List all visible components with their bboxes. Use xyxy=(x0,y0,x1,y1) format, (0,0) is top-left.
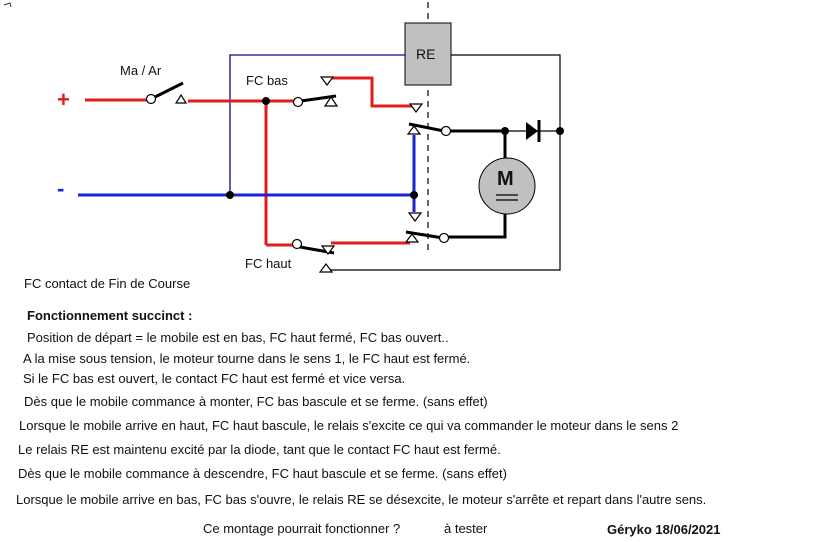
question-text: Ce montage pourrait fonctionner ? xyxy=(203,521,401,536)
description-line: Le relais RE est maintenu excité par la … xyxy=(18,442,501,457)
signature: Géryko 18/06/2021 xyxy=(607,522,721,537)
relay-contact-top-blade xyxy=(408,122,445,133)
positive-wire xyxy=(85,76,416,247)
fc-bas-blade xyxy=(300,94,337,103)
section-heading: Fonctionnement succinct : xyxy=(27,308,193,323)
description-line: Position de départ = le mobile est en ba… xyxy=(27,330,449,345)
description-line: Lorsque le mobile arrive en haut, FC hau… xyxy=(19,418,679,433)
contact-triangles xyxy=(174,76,424,273)
motor-label: M xyxy=(497,168,514,190)
fc-bas-label: FC bas xyxy=(246,73,288,88)
main-switch-blade xyxy=(154,81,184,99)
switch-blades xyxy=(154,81,445,255)
diode-icon xyxy=(526,120,541,142)
motor-wire xyxy=(446,129,507,239)
relay-label: RE xyxy=(416,46,436,62)
relay-box xyxy=(404,22,452,86)
description-line: Lorsque le mobile arrive en bas, FC bas … xyxy=(16,492,707,507)
corner-mark xyxy=(3,2,12,8)
description-line: Dès que le mobile commance à descendre, … xyxy=(18,466,507,481)
negative-wire xyxy=(78,135,416,212)
fc-haut-label: FC haut xyxy=(245,256,292,271)
description-line: A la mise sous tension, le moteur tourne… xyxy=(23,351,471,366)
switch-pivots xyxy=(145,93,452,250)
main-switch-label: Ma / Ar xyxy=(120,63,162,78)
relay-contact-bottom-blade xyxy=(405,230,444,240)
positive-terminal: + xyxy=(57,87,70,112)
legend-text: FC contact de Fin de Course xyxy=(24,276,191,291)
motor-icon xyxy=(478,157,536,215)
description-line: Si le FC bas est ouvert, le contact FC h… xyxy=(23,371,406,386)
relay-return-wire xyxy=(330,54,561,271)
description-line: Dès que le mobile commance à monter, FC … xyxy=(24,394,488,409)
junction-dots xyxy=(226,97,564,199)
negative-terminal: - xyxy=(57,176,65,201)
test-note: à tester xyxy=(444,521,488,536)
relay-control-wire xyxy=(229,54,405,195)
